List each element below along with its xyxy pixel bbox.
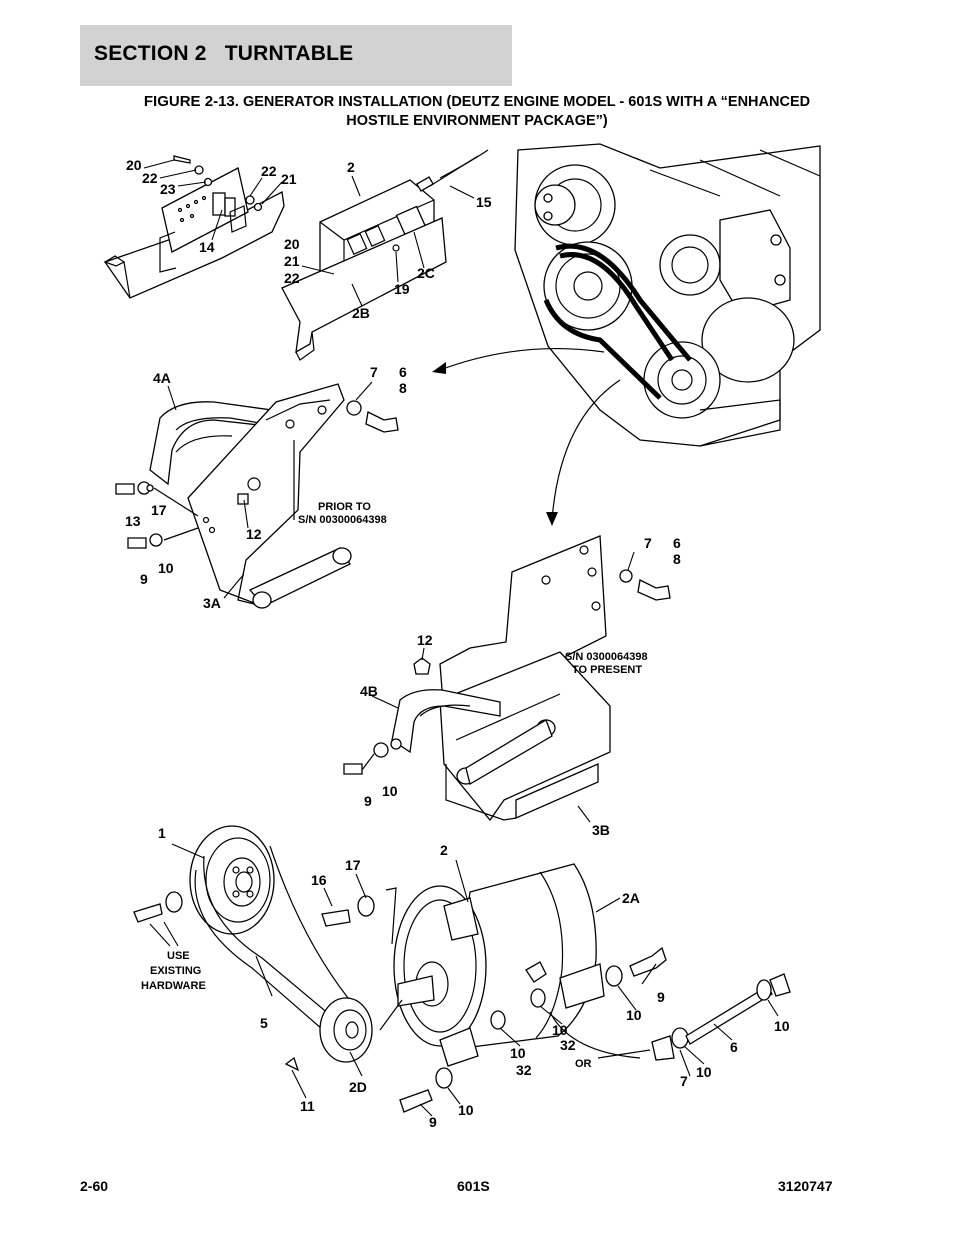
callout-9: 9 [140,571,148,587]
callout-2B: 2B [352,305,370,321]
callout-3B: 3B [592,822,610,838]
callout-11: 11 [300,1098,315,1114]
callout-32: 32 [560,1037,576,1053]
callout-10: 10 [626,1007,642,1023]
callout-13: 13 [125,513,141,529]
callout-10: 10 [158,560,174,576]
callout-16: 16 [311,872,327,888]
figure-title-line2: HOSTILE ENVIRONMENT PACKAGE”) [346,113,608,129]
hardware-generator [133,891,791,1113]
callout-10: 10 [696,1064,712,1080]
pulley-1 [189,825,275,935]
hardware-prior-to [115,400,399,549]
callout-6: 6 [399,364,407,380]
callout-10: 10 [774,1018,790,1034]
deutz-engine-illustration [514,143,821,447]
callout-2D: 2D [349,1079,367,1095]
document-number: 3120747 [778,1178,833,1194]
note-use-existing-line2: EXISTING [150,965,201,977]
callout-9: 9 [429,1114,437,1130]
callout-6: 6 [673,535,681,551]
callout-4A: 4A [153,370,171,386]
leader-lines [143,159,779,1117]
note-prior-to-line2: S/N 00300064398 [298,514,387,526]
callout-9: 9 [364,793,372,809]
callout-22: 22 [261,163,277,179]
note-prior-to-line1: PRIOR TO [318,501,371,513]
note-sn-present-line1: S/N 0300064398 [565,651,648,663]
callout-12: 12 [417,632,433,648]
section-title: SECTION 2 TURNTABLE [94,42,354,65]
bracket-4B [391,689,501,754]
frame-rail-top-left [103,167,285,299]
callout-17: 17 [151,502,167,518]
hardware-sn-present [343,569,671,775]
model-name: 601S [457,1178,490,1194]
callout-2C: 2C [417,265,435,281]
note-use-existing-line3: HARDWARE [141,980,206,992]
callout-22: 22 [142,170,158,186]
note-or: OR [575,1058,592,1070]
generator-2 [379,863,605,1067]
bracket-3B [439,535,611,822]
callout-17: 17 [345,857,361,873]
callout-6: 6 [730,1039,738,1055]
callout-10: 10 [552,1022,568,1038]
note-sn-present-line2: TO PRESENT [572,664,642,676]
belt-5 [194,845,349,1037]
callout-2: 2 [440,842,448,858]
outlet-box-assembly [281,179,447,361]
callout-10: 10 [510,1045,526,1061]
callout-9: 9 [657,989,665,1005]
bracket-3A [187,383,352,609]
callout-1: 1 [158,825,166,841]
callout-3A: 3A [203,595,221,611]
callout-10: 10 [458,1102,474,1118]
callout-2A: 2A [622,890,640,906]
figure-title-line1: GENERATOR INSTALLATION (DEUTZ ENGINE MOD… [242,94,811,110]
callout-22: 22 [284,270,300,286]
callout-20: 20 [126,157,142,173]
small-fasteners-top-left [173,155,263,212]
note-use-existing-line1: USE [167,950,190,962]
callout-14: 14 [199,239,215,255]
callout-12: 12 [246,526,262,542]
section-header: SECTION 2 TURNTABLE [80,25,512,86]
page-number: 2-60 [80,1178,109,1194]
callout-21: 21 [281,171,297,187]
callout-2: 2 [347,159,355,175]
callout-5: 5 [260,1015,268,1031]
callout-4B: 4B [360,683,378,699]
callout-7: 7 [644,535,652,551]
curved-reference-arrows [432,347,621,526]
callout-20: 20 [284,236,300,252]
figure-title: FIGURE 2-13. GENERATOR INSTALLATION (DEU… [80,92,874,131]
callout-7: 7 [370,364,378,380]
callout-19: 19 [394,281,410,297]
callout-10: 10 [382,783,398,799]
callout-7: 7 [680,1073,688,1089]
callout-23: 23 [160,181,176,197]
pulley-2D [319,997,373,1063]
callout-32: 32 [516,1062,532,1078]
callout-8: 8 [673,551,681,567]
callout-8: 8 [399,380,407,396]
callout-labels: 20 22 23 22 21 14 2 15 20 21 22 2C 19 2B… [125,157,790,1130]
figure-number: FIGURE 2-13. [143,93,239,110]
cable-connector-15 [416,149,489,192]
callout-15: 15 [476,194,492,210]
callout-21: 21 [284,253,300,269]
